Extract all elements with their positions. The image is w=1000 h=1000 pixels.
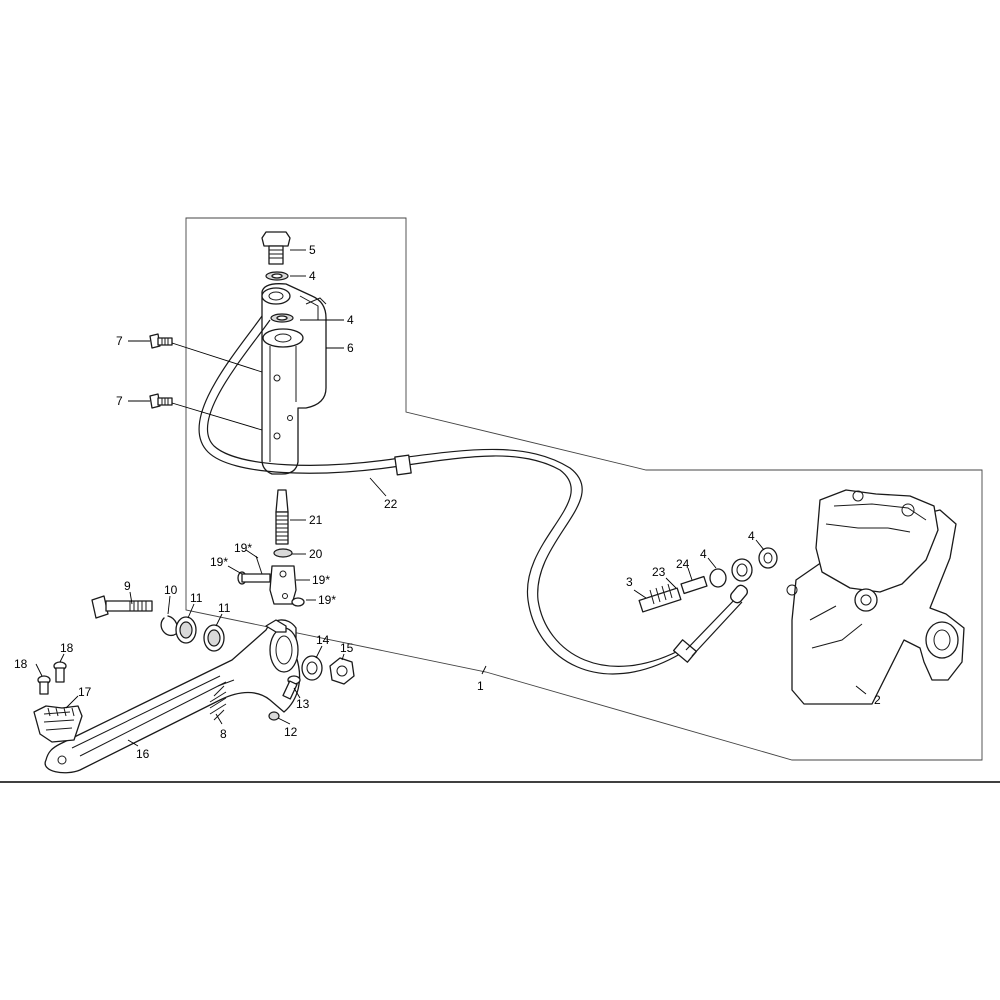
bleed-screw — [638, 583, 682, 613]
callout-3: 3 — [626, 575, 633, 589]
callout-4-middle: 4 — [347, 313, 354, 327]
callout-12: 12 — [284, 725, 298, 739]
brake-hose-inner — [206, 319, 685, 667]
callout-2: 2 — [874, 693, 881, 707]
pedal-boss-bore — [275, 635, 293, 665]
mounting-bolt-upper — [149, 333, 173, 349]
callout-4-caliper-2: 4 — [748, 529, 755, 543]
callout-9: 9 — [124, 579, 131, 593]
return-spring — [209, 679, 235, 721]
step-bolt-right — [53, 661, 67, 683]
bearing-right — [203, 624, 225, 652]
callout-10: 10 — [164, 583, 178, 597]
callout-6: 6 — [347, 341, 354, 355]
push-rod — [275, 489, 289, 545]
copper-washer-middle-hole — [276, 315, 288, 321]
washer-caliper-3 — [758, 547, 778, 569]
clevis — [269, 565, 297, 605]
pivot-washer — [301, 655, 323, 681]
callout-18-right: 18 — [60, 641, 74, 655]
bearing-left — [175, 616, 197, 644]
lock-nut — [273, 548, 293, 558]
hose-ferrule — [394, 454, 412, 476]
callout-21: 21 — [309, 513, 323, 527]
adapter-fitting — [680, 575, 708, 595]
stop-nut — [268, 711, 280, 721]
copper-washer-top-hole — [271, 273, 283, 279]
step-bolt-left — [37, 675, 51, 695]
pedal-tip-hole — [57, 755, 67, 765]
callout-8: 8 — [220, 727, 227, 741]
clevis-pin — [237, 571, 271, 585]
callout-7-lower: 7 — [116, 394, 123, 408]
pivot-washer-hole — [306, 661, 318, 675]
mounting-bolt-lower — [149, 393, 173, 409]
brake-caliper — [786, 489, 965, 705]
callout-11-left: 11 — [190, 591, 203, 605]
washer-caliper-1 — [709, 568, 727, 588]
washer-caliper-2 — [731, 558, 753, 582]
callout-19-cotter: 19* — [234, 541, 252, 555]
hose-lower-fitting — [685, 595, 743, 657]
washer-caliper-2-hole — [736, 563, 748, 577]
callout-1: 1 — [477, 679, 484, 693]
callout-4-top: 4 — [309, 269, 316, 283]
callout-7-upper: 7 — [116, 334, 123, 348]
callout-23: 23 — [652, 565, 666, 579]
callout-24: 24 — [676, 557, 690, 571]
leader-lines — [35, 249, 867, 747]
circlip — [160, 615, 179, 637]
callout-18-left: 18 — [14, 657, 28, 671]
callout-19-clevis: 19* — [312, 573, 330, 587]
brake-pedal — [44, 619, 301, 774]
callout-13: 13 — [296, 697, 310, 711]
pedal-arm — [265, 619, 287, 633]
callout-15: 15 — [340, 641, 354, 655]
callout-17: 17 — [78, 685, 92, 699]
stop-bolt — [282, 675, 301, 700]
callout-20: 20 — [309, 547, 323, 561]
callout-4-caliper-1: 4 — [700, 547, 707, 561]
pedal-boss — [269, 627, 299, 673]
pedal-rib — [71, 675, 227, 757]
hose-caliper-banjo — [730, 584, 748, 604]
master-cylinder — [261, 283, 327, 475]
callout-16: 16 — [136, 747, 150, 761]
clevis-washer — [291, 597, 305, 607]
washer-caliper-3-hole — [763, 552, 773, 564]
pivot-bolt — [91, 595, 153, 619]
cotter-pin — [255, 555, 263, 575]
callout-5: 5 — [309, 243, 316, 257]
callout-14: 14 — [316, 633, 330, 647]
callout-22: 22 — [384, 497, 398, 511]
brake-hose — [198, 315, 681, 675]
assembly-frame — [185, 217, 983, 761]
callout-19-pin: 19* — [210, 555, 228, 569]
callout-19-washer: 19* — [318, 593, 336, 607]
pedal-step-tip — [33, 705, 83, 743]
banjo-bolt-top — [261, 231, 291, 265]
callout-11-right: 11 — [218, 601, 231, 615]
pivot-nut — [329, 657, 355, 685]
